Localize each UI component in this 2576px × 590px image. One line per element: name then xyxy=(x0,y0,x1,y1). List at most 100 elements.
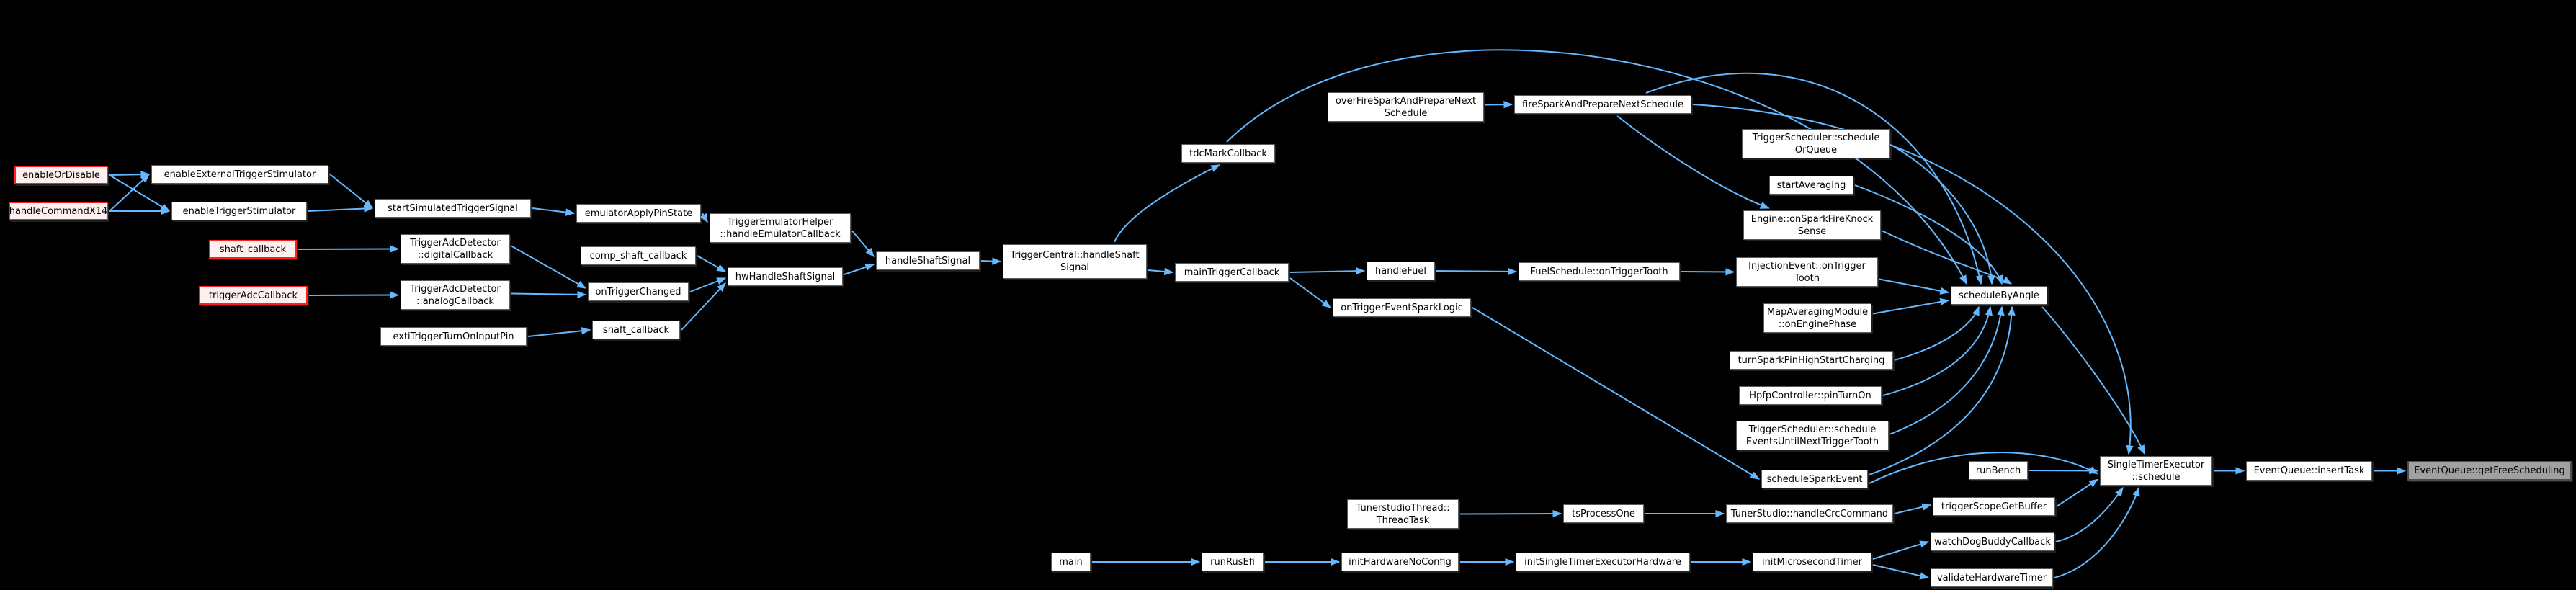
graph-node-turnSparkPinHighStartCharging[interactable]: turnSparkPinHighStartCharging xyxy=(1730,351,1893,370)
graph-node-label: startSimulatedTriggerSignal xyxy=(388,202,518,214)
graph-node-triggerAdcCallback[interactable]: triggerAdcCallback xyxy=(199,286,308,305)
graph-node-TunerstudioThread_ThreadTask[interactable]: TunerstudioThread:: ThreadTask xyxy=(1347,499,1459,529)
edge-validateHardwareTimer-to-SingleTimerExecutor_schedule xyxy=(2054,486,2140,578)
edge-fireSparkAndPrepareNextSchedule-to-scheduleByAngle xyxy=(1645,72,1983,285)
graph-node-runBench[interactable]: runBench xyxy=(1969,461,2028,480)
edge-watchDogBuddyCallback-to-SingleTimerExecutor_schedule xyxy=(2055,486,2124,542)
graph-node-initSingleTimerExecutorHardware[interactable]: initSingleTimerExecutorHardware xyxy=(1516,553,1690,571)
graph-node-label: runRusEfi xyxy=(1210,556,1255,568)
edge-turnSparkPinHighStartCharging-to-scheduleByAngle xyxy=(1894,305,1980,361)
graph-node-TriggerAdcDetector_analogCallback[interactable]: TriggerAdcDetector ::analogCallback xyxy=(401,280,510,310)
graph-node-label: initSingleTimerExecutorHardware xyxy=(1524,556,1681,568)
graph-node-label: enableOrDisable xyxy=(22,169,100,181)
graph-node-label: watchDogBuddyCallback xyxy=(1934,536,2051,547)
graph-node-fireSparkAndPrepareNextSchedule[interactable]: fireSparkAndPrepareNextSchedule xyxy=(1514,95,1691,114)
graph-node-tdcMarkCallback[interactable]: tdcMarkCallback xyxy=(1181,144,1275,163)
graph-node-label: extiTriggerTurnOnInputPin xyxy=(393,331,514,342)
graph-node-tsProcessOne[interactable]: tsProcessOne xyxy=(1563,504,1644,523)
edge-HpfpController_pinTurnOn-to-scheduleByAngle xyxy=(1882,305,1993,396)
graph-node-runRusEfi[interactable]: runRusEfi xyxy=(1202,553,1264,571)
graph-node-onTriggerChanged[interactable]: onTriggerChanged xyxy=(588,282,689,301)
graph-node-handleShaftSignal[interactable]: handleShaftSignal xyxy=(876,251,980,270)
graph-node-TriggerScheduler_scheduleOrQueue[interactable]: TriggerScheduler::schedule OrQueue xyxy=(1742,129,1890,158)
edge-TriggerAdcDetector_digitalCallback-to-onTriggerChanged xyxy=(511,245,587,289)
graph-node-TunerStudio_handleCrcCommand[interactable]: TunerStudio::handleCrcCommand xyxy=(1726,504,1893,523)
graph-node-label: SingleTimerExecutor ::schedule xyxy=(2107,459,2205,483)
graph-node-TriggerScheduler_scheduleEventsUntilNextTriggerTooth[interactable]: TriggerScheduler::schedule EventsUntilNe… xyxy=(1736,421,1889,450)
graph-node-TriggerCentral_handleShaftSignal[interactable]: TriggerCentral::handleShaft Signal xyxy=(1003,244,1147,279)
graph-node-label: turnSparkPinHighStartCharging xyxy=(1738,354,1885,366)
graph-node-emulatorApplyPinState[interactable]: emulatorApplyPinState xyxy=(576,204,701,223)
graph-node-startSimulatedTriggerSignal[interactable]: startSimulatedTriggerSignal xyxy=(375,199,531,218)
graph-node-startAveraging[interactable]: startAveraging xyxy=(1769,176,1853,195)
graph-node-label: shaft_callback xyxy=(219,243,287,255)
graph-node-extiTriggerTurnOnInputPin[interactable]: extiTriggerTurnOnInputPin xyxy=(380,327,527,346)
graph-node-label: InjectionEvent::onTrigger Tooth xyxy=(1748,260,1866,284)
edge-mainTriggerCallback-to-handleFuel xyxy=(1289,267,1366,275)
graph-node-label: scheduleSparkEvent xyxy=(1766,473,1863,485)
graph-node-shaft_callback_adc[interactable]: shaft_callback xyxy=(209,240,297,259)
graph-node-HpfpController_pinTurnOn[interactable]: HpfpController::pinTurnOn xyxy=(1739,386,1882,405)
edge-startAveraging-to-scheduleByAngle xyxy=(1854,184,2003,285)
graph-node-label: EventQueue::getFreeScheduling xyxy=(2414,465,2565,476)
graph-node-InjectionEvent_onTriggerTooth[interactable]: InjectionEvent::onTrigger Tooth xyxy=(1736,257,1878,287)
graph-node-label: onTriggerEventSparkLogic xyxy=(1341,302,1463,313)
edge-handleShaftSignal-to-TriggerCentral_handleShaftSignal xyxy=(980,257,1002,265)
graph-node-triggerScopeGetBuffer[interactable]: triggerScopeGetBuffer xyxy=(1933,497,2055,516)
edge-TriggerScheduler_scheduleEventsUntilNextTriggerTooth-to-scheduleByAngle xyxy=(1889,305,2005,435)
edge-fireSparkAndPrepareNextSchedule-to-SingleTimerExecutor_schedule xyxy=(1692,104,2134,455)
graph-node-label: validateHardwareTimer xyxy=(1936,572,2047,584)
graph-node-label: scheduleByAngle xyxy=(1959,290,2039,301)
edge-emulatorApplyPinState-to-TriggerEmulatorHelper_handleEmulatorCallback xyxy=(699,213,708,223)
graph-node-label: main xyxy=(1059,556,1083,568)
graph-node-EventQueue_getFreeScheduling: EventQueue::getFreeScheduling xyxy=(2407,461,2572,481)
graph-node-validateHardwareTimer[interactable]: validateHardwareTimer xyxy=(1931,568,2053,587)
graph-node-initMicrosecondTimer[interactable]: initMicrosecondTimer xyxy=(1753,553,1871,571)
graph-node-handleCommandX14[interactable]: handleCommandX14 xyxy=(9,202,108,220)
graph-node-scheduleByAngle[interactable]: scheduleByAngle xyxy=(1951,286,2047,305)
graph-node-label: HpfpController::pinTurnOn xyxy=(1749,390,1871,401)
graph-node-label: handleCommandX14 xyxy=(9,205,108,217)
edge-enableOrDisable-to-enableExternalTriggerStimulator xyxy=(109,171,151,179)
edge-triggerScopeGetBuffer-to-SingleTimerExecutor_schedule xyxy=(2056,478,2099,507)
edge-handleFuel-to-FuelSchedule_onTriggerTooth xyxy=(1436,267,1518,276)
graph-node-label: Engine::onSparkFireKnock Sense xyxy=(1750,213,1874,237)
graph-node-handleFuel[interactable]: handleFuel xyxy=(1367,262,1435,280)
edge-mainTriggerCallback-to-onTriggerEventSparkLogic xyxy=(1289,277,1332,308)
graph-node-label: initHardwareNoConfig xyxy=(1349,556,1452,568)
graph-node-label: TunerstudioThread:: ThreadTask xyxy=(1356,502,1450,526)
edge-InjectionEvent_onTriggerTooth-to-scheduleByAngle xyxy=(1879,278,1950,295)
edge-scheduleSparkEvent-to-SingleTimerExecutor_schedule xyxy=(1869,452,2099,484)
graph-node-label: TriggerScheduler::schedule OrQueue xyxy=(1752,132,1880,156)
edge-shaft_callback_adc-to-TriggerAdcDetector_digitalCallback xyxy=(298,245,400,253)
graph-node-label: TriggerCentral::handleShaft Signal xyxy=(1010,250,1140,273)
graph-node-hwHandleShaftSignal[interactable]: hwHandleShaftSignal xyxy=(728,267,843,286)
graph-node-label: mainTriggerCallback xyxy=(1184,267,1280,278)
graph-node-SingleTimerExecutor_schedule[interactable]: SingleTimerExecutor ::schedule xyxy=(2100,456,2212,486)
edge-enableTriggerStimulator-to-startSimulatedTriggerSignal xyxy=(308,205,374,213)
graph-node-Engine_onSparkFireKnockSense[interactable]: Engine::onSparkFireKnock Sense xyxy=(1743,210,1881,240)
graph-node-comp_shaft_callback[interactable]: comp_shaft_callback xyxy=(581,246,696,265)
graph-node-shaft_callback_hw[interactable]: shaft_callback xyxy=(592,321,680,339)
graph-node-main[interactable]: main xyxy=(1051,553,1091,571)
graph-node-label: enableExternalTriggerStimulator xyxy=(164,169,316,180)
graph-node-MapAveragingModule_onEnginePhase[interactable]: MapAveragingModule ::onEnginePhase xyxy=(1763,303,1871,333)
graph-node-initHardwareNoConfig[interactable]: initHardwareNoConfig xyxy=(1341,553,1459,571)
graph-node-enableTriggerStimulator[interactable]: enableTriggerStimulator xyxy=(171,202,307,220)
graph-node-overFireSparkAndPrepareNextSchedule[interactable]: overFireSparkAndPrepareNext Schedule xyxy=(1328,92,1484,122)
graph-node-FuelSchedule_onTriggerTooth[interactable]: FuelSchedule::onTriggerTooth xyxy=(1519,262,1680,281)
graph-node-enableOrDisable[interactable]: enableOrDisable xyxy=(14,166,108,184)
edge-initMicrosecondTimer-to-validateHardwareTimer xyxy=(1872,564,1930,580)
graph-node-EventQueue_insertTask[interactable]: EventQueue::insertTask xyxy=(2246,461,2372,481)
graph-node-TriggerEmulatorHelper_handleEmulatorCallback[interactable]: TriggerEmulatorHelper ::handleEmulatorCa… xyxy=(710,213,851,243)
graph-node-enableExternalTriggerStimulator[interactable]: enableExternalTriggerStimulator xyxy=(151,165,328,184)
graph-node-mainTriggerCallback[interactable]: mainTriggerCallback xyxy=(1175,263,1289,282)
edge-TriggerEmulatorHelper_handleEmulatorCallback-to-handleShaftSignal xyxy=(851,230,875,257)
graph-node-label: TriggerAdcDetector ::analogCallback xyxy=(410,283,501,307)
graph-node-scheduleSparkEvent[interactable]: scheduleSparkEvent xyxy=(1761,470,1868,488)
graph-node-TriggerAdcDetector_digitalCallback[interactable]: TriggerAdcDetector ::digitalCallback xyxy=(401,234,510,264)
graph-node-watchDogBuddyCallback[interactable]: watchDogBuddyCallback xyxy=(1931,532,2054,551)
graph-node-onTriggerEventSparkLogic[interactable]: onTriggerEventSparkLogic xyxy=(1333,298,1471,317)
